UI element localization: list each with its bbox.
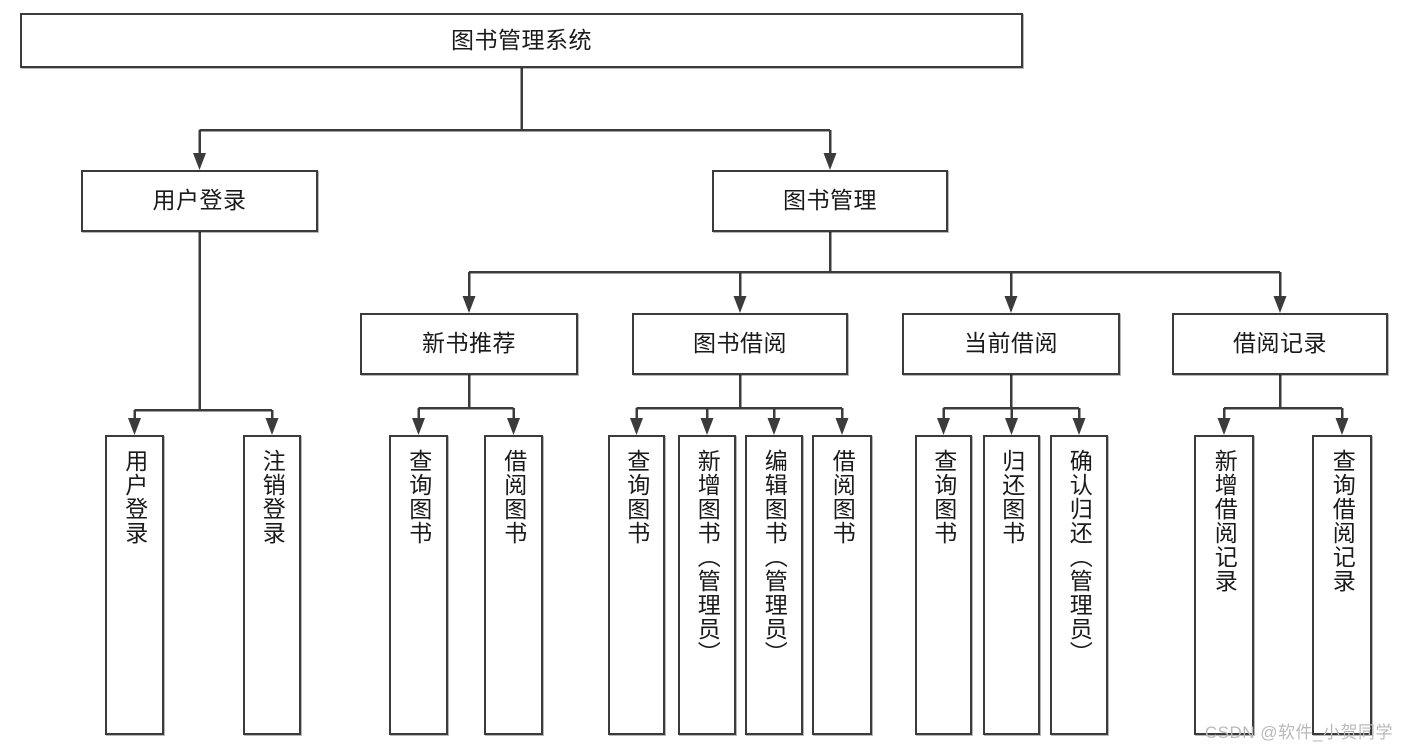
node-leaf-edit-book[interactable]: 编辑图书（管理员） bbox=[745, 435, 803, 735]
node-label-root: 图书管理系统 bbox=[451, 26, 592, 53]
node-leaf-user-login[interactable]: 用户登录 bbox=[105, 435, 164, 735]
node-book-manage[interactable]: 图书管理 bbox=[712, 170, 948, 232]
node-leaf-query-book-2[interactable]: 查询图书 bbox=[608, 435, 665, 735]
node-label-leaf-borrow-book-1: 借阅图书 bbox=[500, 449, 527, 545]
node-label-leaf-query-record: 查询借阅记录 bbox=[1329, 449, 1356, 593]
node-label-leaf-user-login: 用户登录 bbox=[121, 449, 148, 545]
arrowhead-leaf-user-login bbox=[128, 418, 141, 435]
arrowhead-leaf-confirm-return bbox=[1072, 418, 1086, 435]
node-leaf-confirm-return[interactable]: 确认归还（管理员） bbox=[1050, 435, 1108, 735]
arrowhead-leaf-add-record bbox=[1217, 418, 1231, 435]
node-leaf-add-book[interactable]: 新增图书（管理员） bbox=[678, 435, 736, 735]
arrowhead-leaf-return-book bbox=[1005, 418, 1018, 435]
arrowhead-book-borrow bbox=[733, 296, 747, 313]
node-borrow-record[interactable]: 借阅记录 bbox=[1172, 313, 1388, 375]
node-label-book-manage: 图书管理 bbox=[783, 187, 877, 214]
arrowhead-leaf-user-logout bbox=[265, 418, 279, 435]
node-label-user-login: 用户登录 bbox=[152, 187, 247, 214]
node-leaf-return-book[interactable]: 归还图书 bbox=[983, 435, 1040, 735]
node-label-leaf-edit-book: 编辑图书（管理员） bbox=[761, 449, 788, 665]
node-book-borrow[interactable]: 图书借阅 bbox=[632, 313, 848, 375]
node-label-leaf-add-book: 新增图书（管理员） bbox=[694, 449, 721, 665]
node-root[interactable]: 图书管理系统 bbox=[20, 13, 1023, 68]
node-leaf-query-record[interactable]: 查询借阅记录 bbox=[1312, 435, 1372, 735]
node-leaf-borrow-book-1[interactable]: 借阅图书 bbox=[484, 435, 543, 735]
arrowhead-leaf-query-book-3 bbox=[937, 418, 950, 435]
node-leaf-user-logout[interactable]: 注销登录 bbox=[243, 435, 301, 735]
arrowhead-leaf-add-book bbox=[700, 418, 714, 435]
node-label-leaf-query-book-1: 查询图书 bbox=[405, 449, 432, 545]
node-label-borrow-record: 借阅记录 bbox=[1233, 330, 1327, 357]
arrowhead-leaf-query-book-2 bbox=[630, 418, 643, 435]
node-label-leaf-confirm-return: 确认归还（管理员） bbox=[1066, 449, 1093, 665]
arrowhead-borrow-record bbox=[1273, 296, 1287, 313]
node-label-current-borrow: 当前借阅 bbox=[964, 330, 1058, 357]
node-current-borrow[interactable]: 当前借阅 bbox=[902, 313, 1120, 375]
arrowhead-leaf-edit-book bbox=[767, 418, 781, 435]
arrowhead-new-book-rec bbox=[462, 296, 476, 313]
node-label-book-borrow: 图书借阅 bbox=[693, 330, 787, 357]
node-label-leaf-borrow-book-2: 借阅图书 bbox=[829, 449, 856, 545]
node-label-leaf-query-book-2: 查询图书 bbox=[623, 449, 650, 545]
node-label-leaf-query-book-3: 查询图书 bbox=[930, 449, 957, 545]
arrowhead-current-borrow bbox=[1004, 296, 1018, 313]
node-leaf-add-record[interactable]: 新增借阅记录 bbox=[1194, 435, 1254, 735]
arrowhead-leaf-query-record bbox=[1335, 418, 1349, 435]
node-user-login[interactable]: 用户登录 bbox=[81, 170, 318, 232]
arrowhead-book-manage bbox=[823, 153, 837, 170]
arrowhead-leaf-borrow-book-1 bbox=[507, 418, 520, 435]
node-leaf-query-book-3[interactable]: 查询图书 bbox=[915, 435, 972, 735]
arrowhead-leaf-query-book-1 bbox=[412, 418, 425, 435]
node-new-book-rec[interactable]: 新书推荐 bbox=[360, 313, 578, 375]
arrowhead-leaf-borrow-book-2 bbox=[835, 418, 849, 435]
node-label-leaf-user-logout: 注销登录 bbox=[259, 449, 286, 545]
arrowhead-user-login bbox=[193, 153, 206, 170]
node-label-leaf-return-book: 归还图书 bbox=[998, 449, 1025, 545]
node-leaf-borrow-book-2[interactable]: 借阅图书 bbox=[812, 435, 872, 735]
node-label-leaf-add-record: 新增借阅记录 bbox=[1211, 449, 1238, 593]
node-label-new-book-rec: 新书推荐 bbox=[422, 330, 516, 357]
node-leaf-query-book-1[interactable]: 查询图书 bbox=[389, 435, 448, 735]
